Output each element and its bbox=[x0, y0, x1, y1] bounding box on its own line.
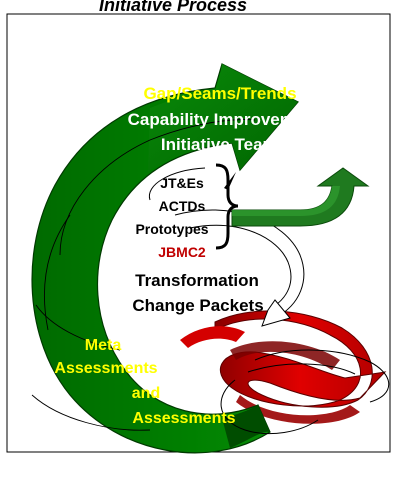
red-spiral-arrow bbox=[180, 310, 387, 424]
small-green-arrow bbox=[231, 167, 370, 227]
label-and: and bbox=[131, 385, 161, 402]
diagram-title: Initiative Process bbox=[98, 0, 248, 15]
label-actds: ACTDs bbox=[158, 198, 206, 214]
label-change-packets: Change Packets bbox=[132, 296, 264, 315]
green-curved-arrow bbox=[31, 63, 299, 454]
label-initiative-teams: Initiative Teams bbox=[160, 135, 288, 154]
connector-arrowhead bbox=[224, 172, 236, 190]
label-assessments-2: Assessments bbox=[132, 410, 236, 427]
label-gap-seams-trends: Gap/Seams/Trends bbox=[143, 84, 297, 103]
label-jbmc2: JBMC2 bbox=[158, 244, 206, 260]
label-meta: Meta bbox=[84, 337, 122, 354]
label-capability-improvement: Capability Improvement bbox=[127, 110, 321, 129]
label-prototypes: Prototypes bbox=[135, 221, 209, 237]
outline-curved-arrows bbox=[148, 167, 390, 435]
label-assessments-1: Assessments bbox=[54, 360, 158, 377]
curly-brace bbox=[215, 163, 239, 250]
label-jtes: JT&Es bbox=[160, 175, 204, 191]
label-transformation: Transformation bbox=[135, 271, 259, 290]
